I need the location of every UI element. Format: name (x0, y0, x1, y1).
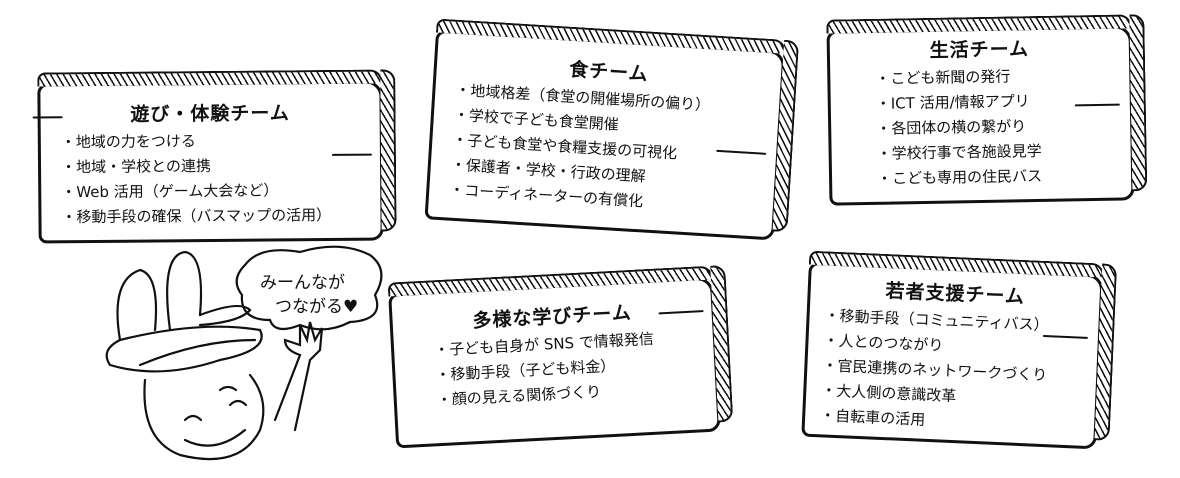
list-item: 移動手段の確保（バスマップの活用） (71, 203, 380, 231)
wood-grain (331, 153, 372, 156)
waving-child-illustration: みーんなが つながる♥ (105, 245, 383, 461)
board-food-team: 食チーム 地域格差（食堂の開催場所の偏り） 学校で子ども食堂開催 子ども食堂や食… (424, 29, 786, 241)
list-item: 地域・学校との連携 (71, 153, 380, 181)
board-play-experience-team: 遊び・体験チーム 地域の力をつける 地域・学校との連携 Web 活用（ゲーム大会… (32, 80, 384, 244)
board-life-team: 生活チーム こども新聞の発行 ICT 活用/情報アプリ 各団体の横の繋がり 学校… (826, 25, 1135, 206)
hat-icon (105, 250, 263, 373)
board-diverse-learning-team: 多様な学びチーム 子ども自身が SNS で情報発信 移動手段（子ども料金） 顔の… (388, 276, 721, 449)
board-title: 生活チーム (929, 38, 1030, 62)
waving-arm-icon (273, 321, 324, 432)
list-item: こども専用の住民バス (887, 162, 1131, 191)
wood-grain (32, 116, 63, 119)
board-title: 遊び・体験チーム (130, 102, 290, 126)
board-items: 地域の力をつける 地域・学校との連携 Web 活用（ゲーム大会など） 移動手段の… (41, 128, 381, 231)
board-items: こども新聞の発行 ICT 活用/情報アプリ 各団体の横の繋がり 学校行事で各施設… (830, 62, 1131, 192)
board-items: 地域格差（食堂の開催場所の偏り） 学校で子ども食堂開催 子ども食堂や食糧支援の可… (429, 77, 780, 223)
board-youth-support-team: 若者支援チーム 移動手段（コミュニティバス） 人とのつながり 官民連携のネットワ… (801, 261, 1104, 450)
list-item: 地域の力をつける (71, 128, 380, 156)
speech-line-2: つながる♥ (275, 297, 358, 317)
board-items: 移動手段（コミュニティバス） 人とのつながり 官民連携のネットワークづくり 大人… (805, 303, 1099, 440)
list-item: Web 活用（ゲーム大会など） (71, 178, 380, 206)
board-items: 子ども自身が SNS で情報発信 移動手段（子ども料金） 顔の見える関係づくり (394, 324, 716, 416)
speech-bubble-icon (235, 245, 383, 331)
face-icon (143, 373, 265, 461)
speech-line-1: みーんなが (260, 273, 345, 293)
